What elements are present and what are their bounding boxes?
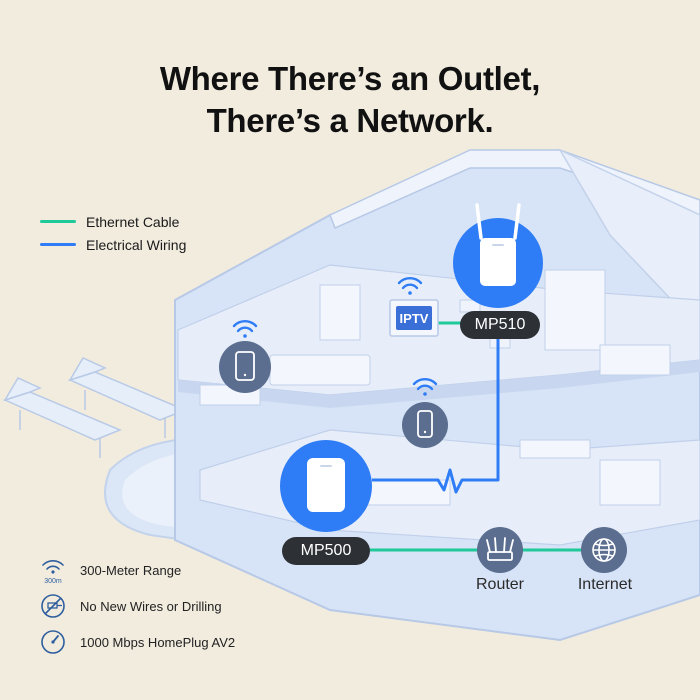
phone-icon — [417, 410, 433, 438]
tablet-icon — [235, 351, 255, 381]
feature-label: No New Wires or Drilling — [80, 598, 222, 614]
roof — [329, 149, 700, 230]
router-icon — [486, 537, 514, 561]
feature-speed: 1000 Mbps HomePlug AV2 — [36, 624, 235, 660]
range-300m-icon: 300m — [36, 555, 70, 585]
roof-right — [558, 148, 700, 332]
floor-slab — [178, 360, 700, 408]
legend-label: Ethernet Cable — [86, 213, 180, 230]
page-title: Where There’s an Outlet, There’s a Netwo… — [0, 58, 700, 142]
legend-item-ethernet: Ethernet Cable — [40, 210, 186, 233]
ethernet-swatch — [40, 220, 76, 223]
router-node — [477, 527, 523, 573]
furniture — [199, 269, 671, 506]
electrical-swatch — [40, 243, 76, 246]
lounge-chair — [2, 377, 122, 458]
wifi-icon — [412, 378, 438, 396]
feature-no-drilling: No New Wires or Drilling — [36, 588, 235, 624]
title-line-2: There’s a Network. — [206, 102, 494, 139]
speedometer-icon — [36, 627, 70, 657]
mp500-device-icon — [307, 458, 345, 512]
title-line-1: Where There’s an Outlet, — [159, 60, 541, 97]
antenna — [475, 203, 483, 240]
feature-label: 300-Meter Range — [80, 562, 182, 578]
mp510-label: MP510 — [460, 311, 540, 339]
tablet-node — [219, 341, 271, 393]
wifi-icon — [232, 320, 258, 338]
legend-item-electrical: Electrical Wiring — [40, 233, 186, 256]
legend: Ethernet Cable Electrical Wiring — [40, 210, 186, 256]
no-drilling-icon — [36, 591, 70, 621]
internet-label: Internet — [577, 576, 633, 593]
phone-node — [402, 402, 448, 448]
globe-icon — [592, 538, 616, 562]
svg-text:300m: 300m — [44, 578, 62, 585]
wifi-icon — [397, 277, 423, 295]
iptv-badge: IPTV — [396, 306, 432, 330]
feature-label: 1000 Mbps HomePlug AV2 — [80, 634, 236, 650]
mp500-label: MP500 — [282, 537, 370, 565]
legend-label: Electrical Wiring — [86, 236, 187, 253]
electrical-wiring-line — [372, 335, 500, 494]
antenna — [513, 203, 521, 240]
feature-list: 300m 300-Meter Range No New Wires or Dri… — [36, 552, 235, 660]
router-label: Router — [475, 576, 525, 593]
feature-range: 300m 300-Meter Range — [36, 552, 235, 588]
lounge-chair — [67, 357, 187, 438]
mp510-device-icon — [480, 238, 516, 286]
